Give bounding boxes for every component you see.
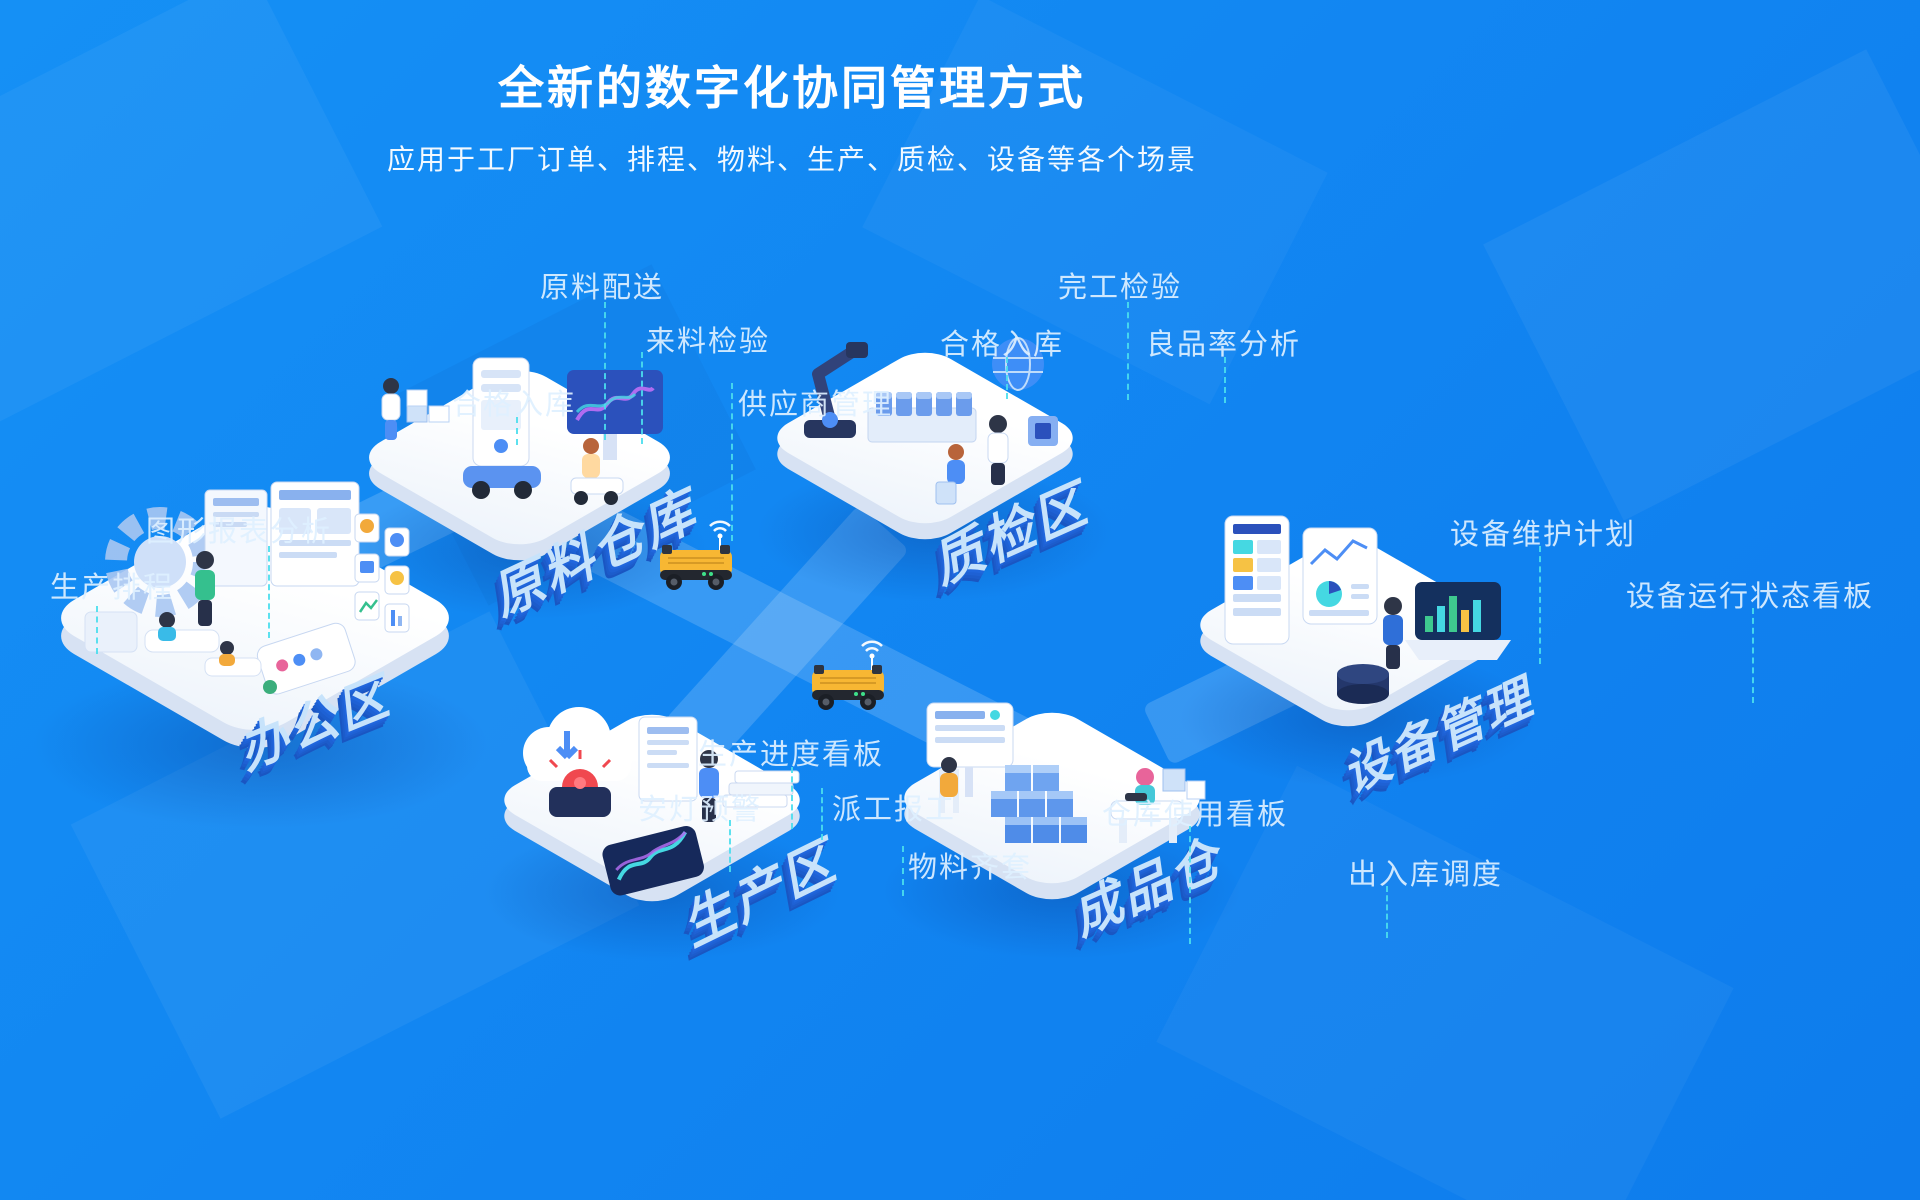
feature-label-maintenance-plan: 设备维护计划 <box>1450 519 1637 551</box>
storage-cabinet-agv <box>463 357 541 499</box>
equipment-engineer <box>1383 597 1403 669</box>
wifi-signal-icon <box>709 520 731 532</box>
download-arrow-icon <box>555 731 579 760</box>
finished-warehouse-illustration <box>926 702 1206 843</box>
ladder-worker <box>939 757 959 813</box>
feature-label-warehouse-usage-board: 仓库使用看板 <box>1102 799 1289 831</box>
trolley-worker <box>935 444 965 505</box>
leader-line <box>1224 357 1226 403</box>
leader-line <box>1189 826 1191 944</box>
warehouse-worker <box>381 378 401 440</box>
leader-line <box>1539 546 1541 664</box>
material-boxes <box>406 389 450 423</box>
raw-warehouse-illustration <box>381 357 663 505</box>
leader-line <box>1752 608 1754 703</box>
feature-label-andon-alert: 安灯预警 <box>638 794 763 826</box>
agv-robot-1 <box>648 512 748 597</box>
inspected-parts-row <box>867 392 977 443</box>
office-desks <box>84 611 277 694</box>
leader-line <box>729 820 731 872</box>
dispatch-board <box>638 716 698 802</box>
feature-label-production-scheduling: 生产排程 <box>50 572 175 604</box>
leader-line <box>731 383 733 541</box>
leader-line <box>791 767 793 829</box>
feature-label-material-kitting: 物料齐套 <box>908 852 1033 884</box>
leader-line <box>821 788 823 840</box>
leader-line <box>641 352 643 444</box>
leader-line <box>902 846 904 896</box>
chip-component <box>1028 416 1058 446</box>
page-title: 全新的数字化协同管理方式 <box>497 62 1086 114</box>
app-icon-grid <box>354 513 410 633</box>
feature-label-dispatch-reporting: 派工报工 <box>832 794 957 826</box>
panel-stack <box>722 770 800 808</box>
equipment-illustration <box>1224 515 1511 704</box>
header: 全新的数字化协同管理方式 应用于工厂订单、排程、物料、生产、质检、设备等各个场景 <box>387 52 1197 178</box>
page-subtitle: 应用于工厂订单、排程、物料、生产、质检、设备等各个场景 <box>386 144 1198 175</box>
supplier-dashboard-screen <box>567 370 663 460</box>
agv-robot-2 <box>800 632 900 717</box>
pallet-cube-stack <box>991 765 1087 843</box>
feature-label-inout-scheduling: 出入库调度 <box>1348 859 1504 891</box>
usage-dashboard <box>926 702 1014 797</box>
leader-line <box>604 302 606 440</box>
smartphone <box>256 622 356 695</box>
feature-label-yield-analysis: 良品率分析 <box>1146 329 1302 361</box>
leader-line <box>268 546 270 638</box>
background-diamond <box>1483 49 1920 521</box>
office-screens <box>204 481 360 587</box>
cart-worker <box>570 438 624 505</box>
feature-label-completion-inspection: 完工检验 <box>1058 272 1183 304</box>
leader-line <box>1127 302 1129 400</box>
leader-line <box>516 417 518 445</box>
feature-label-supplier-management: 供应商管理 <box>738 389 894 421</box>
globe-icon <box>992 337 1044 391</box>
cloud-icon <box>523 707 633 781</box>
feature-label-material-delivery: 原料配送 <box>540 272 665 304</box>
feature-label-graphical-report-analysis: 图形报表分析 <box>146 516 333 548</box>
background-diamond <box>0 0 383 422</box>
status-laptop <box>1405 582 1511 660</box>
leader-line <box>1386 886 1388 938</box>
wifi-signal-icon <box>861 640 883 652</box>
machine-part <box>1337 664 1389 704</box>
feature-label-production-progress-board: 生产进度看板 <box>698 739 885 771</box>
feature-label-raw-qualified-storage: 合格入库 <box>452 389 577 421</box>
inspector-worker <box>987 415 1009 485</box>
feature-label-qa-qualified-storage: 合格入库 <box>940 329 1065 361</box>
analytics-panel <box>1302 527 1378 625</box>
dispatch-desk-worker <box>1110 768 1184 843</box>
production-worker <box>699 750 719 822</box>
tablet-chart <box>602 826 704 896</box>
leader-line <box>96 606 98 654</box>
feature-label-incoming-inspection: 来料检验 <box>646 326 771 358</box>
andon-alarm-icon <box>548 750 612 817</box>
maintenance-dashboard <box>1224 515 1290 645</box>
feature-label-equipment-status-board: 设备运行状态看板 <box>1626 581 1875 613</box>
small-boxes <box>1162 768 1206 800</box>
leader-line <box>1006 357 1008 399</box>
robot-arm-icon <box>804 342 868 438</box>
office-illustration <box>84 481 410 695</box>
production-illustration <box>523 707 800 896</box>
qa-illustration <box>804 337 1058 505</box>
office-worker <box>195 551 215 626</box>
